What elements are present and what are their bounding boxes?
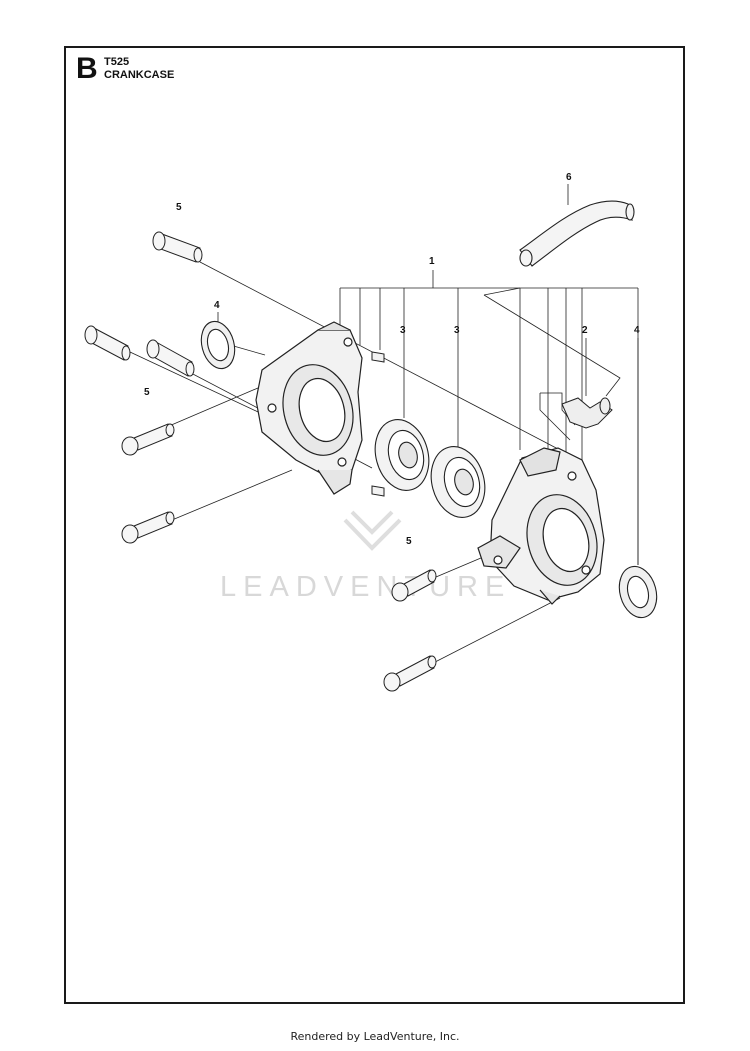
seal-part-4-right bbox=[618, 565, 658, 619]
footer-credit: Rendered by LeadVenture, Inc. bbox=[290, 1030, 460, 1043]
callout-5-top: 5 bbox=[176, 202, 182, 213]
bearing-part-3-left bbox=[374, 419, 430, 491]
bolt-left-middle bbox=[146, 339, 195, 377]
callout-5-left: 5 bbox=[144, 387, 150, 398]
bolt-left-upper bbox=[84, 325, 131, 361]
bolt-lower-left-flange bbox=[121, 511, 175, 544]
bolt-part-5-top bbox=[152, 231, 203, 263]
watermark-text: LEADVENTURE bbox=[220, 571, 511, 603]
fuel-hose bbox=[519, 200, 635, 267]
section-letter: B bbox=[76, 52, 98, 85]
bolt-part-5-right-flange bbox=[391, 569, 437, 602]
callout-5-right: 5 bbox=[406, 536, 412, 547]
diagram-title: CRANKCASE bbox=[104, 69, 175, 81]
callout-6: 6 bbox=[566, 172, 572, 183]
bolt-part-5-left-flange bbox=[121, 423, 175, 456]
callout-4-left: 4 bbox=[214, 300, 220, 311]
callout-3-right: 3 bbox=[454, 325, 460, 336]
model-number: T525 bbox=[104, 56, 130, 68]
bearing-part-3-right bbox=[430, 446, 486, 518]
bolt-lower-right-flange bbox=[383, 655, 437, 692]
dowel-pins bbox=[371, 351, 385, 497]
fitting-part-2 bbox=[561, 397, 613, 429]
watermark-logo bbox=[343, 510, 402, 551]
callout-3-left: 3 bbox=[400, 325, 406, 336]
crankcase-half-right bbox=[477, 447, 605, 605]
diagram-frame bbox=[64, 46, 685, 1004]
seal-part-4-left bbox=[200, 320, 236, 370]
crankcase-half-left bbox=[255, 321, 363, 495]
callout-2: 2 bbox=[582, 325, 588, 336]
callout-1: 1 bbox=[429, 256, 435, 267]
callout-4-right: 4 bbox=[634, 325, 640, 336]
